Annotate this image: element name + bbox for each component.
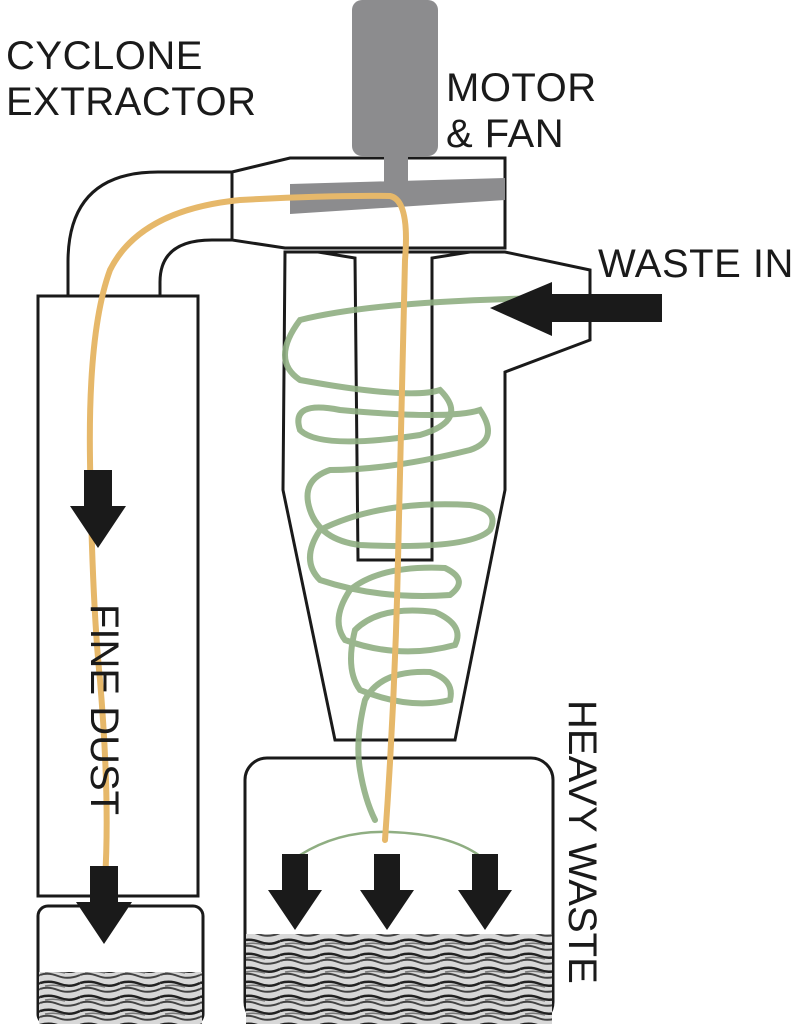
fine-dust-debris (39, 972, 202, 1024)
heavy-particle-spiral (282, 295, 563, 823)
heavy-waste-down-arrow-2 (360, 854, 414, 930)
fine-dust-down-arrow-2 (76, 866, 132, 944)
cyclone-body (281, 250, 592, 742)
heavy-particle-settle (299, 830, 481, 858)
heavy-waste-label: HEAVY WASTE (560, 700, 604, 984)
fine-dust-down-arrow-1 (70, 470, 126, 548)
waste-in-arrow (490, 282, 662, 336)
heavy-waste-down-arrow-3 (458, 854, 512, 930)
cyclone-label-line1: CYCLONE (6, 34, 203, 78)
motor (352, 0, 438, 156)
waste-in-label: WASTE IN (598, 242, 794, 286)
motor-label-line1: MOTOR (446, 66, 597, 110)
vortex-finder (317, 250, 471, 562)
exhaust-duct (66, 170, 234, 296)
fan-blades (290, 178, 505, 214)
cyclone-label-line2: EXTRACTOR (6, 80, 257, 124)
air-flow-path (86, 192, 409, 883)
heavy-waste-debris (246, 934, 552, 1024)
motor-label-line2: & FAN (446, 112, 565, 156)
heavy-waste-down-arrow-1 (268, 854, 322, 930)
fine-dust-label: FINE DUST (82, 604, 126, 816)
